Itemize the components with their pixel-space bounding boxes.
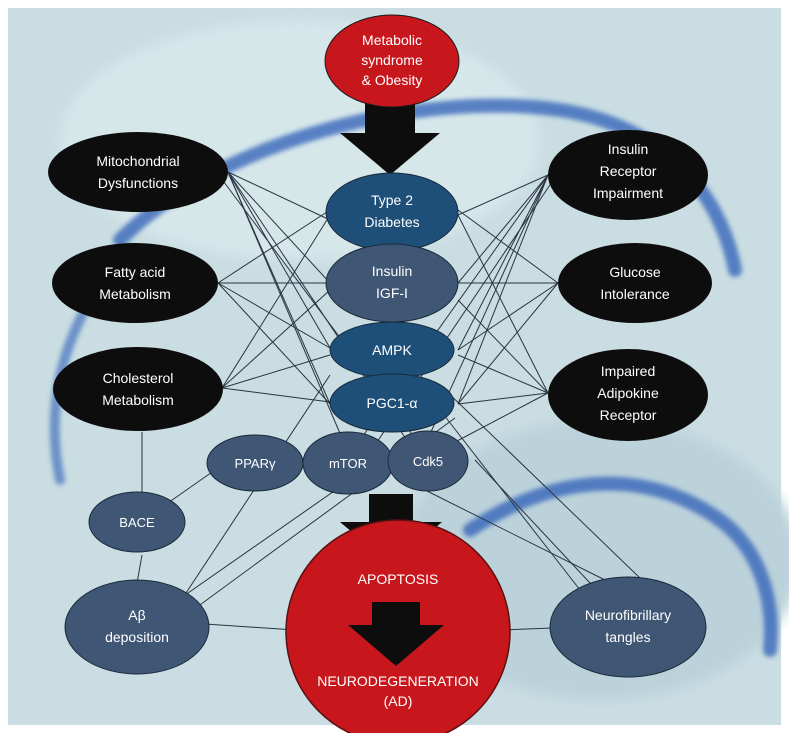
svg-text:AMPK: AMPK (372, 342, 412, 358)
node-cdk5: Cdk5 (387, 430, 469, 492)
node-ampk: AMPK (329, 321, 455, 379)
svg-text:Cholesterol: Cholesterol (103, 370, 174, 386)
node-mtor: mTOR (302, 431, 394, 495)
svg-text:Cdk5: Cdk5 (413, 454, 443, 469)
svg-text:Neurofibrillary: Neurofibrillary (585, 607, 671, 623)
svg-text:syndrome: syndrome (361, 52, 423, 68)
svg-text:Mitochondrial: Mitochondrial (96, 153, 179, 169)
svg-text:Type 2: Type 2 (371, 192, 413, 208)
svg-text:Impairment: Impairment (593, 185, 663, 201)
svg-text:Impaired: Impaired (601, 363, 655, 379)
node-insulin-igf: Insulin IGF-I (325, 243, 459, 323)
node-pgc1-alpha: PGC1-α (329, 373, 455, 433)
node-glucose-intolerance: Glucose Intolerance (558, 243, 712, 323)
svg-text:Aβ: Aβ (128, 607, 145, 623)
svg-text:Insulin: Insulin (608, 141, 648, 157)
arrow-down-top (340, 102, 440, 175)
svg-text:Glucose: Glucose (609, 264, 661, 280)
svg-text:IGF-I: IGF-I (376, 285, 408, 301)
node-ppar-gamma: PPARγ (206, 434, 304, 492)
arrow-down-inner (348, 602, 444, 666)
svg-text:deposition: deposition (105, 629, 169, 645)
svg-text:PGC1-α: PGC1-α (367, 395, 418, 411)
node-cholesterol-metabolism: Cholesterol Metabolism (53, 347, 223, 431)
node-neurofibrillary-tangles: Neurofibrillary tangles (549, 576, 707, 678)
neurodegeneration-label-line1: NEURODEGENERATION (317, 673, 479, 689)
node-mitochondrial-dysfunctions: Mitochondrial Dysfunctions (48, 132, 228, 212)
neurodegeneration-circle: APOPTOSIS NEURODEGENERATION (AD) (285, 519, 511, 733)
node-type2-diabetes: Type 2 Diabetes (325, 172, 459, 252)
svg-text:Insulin: Insulin (372, 263, 412, 279)
svg-text:mTOR: mTOR (329, 456, 367, 471)
node-metabolic-syndrome: Metabolic syndrome & Obesity (324, 14, 460, 108)
connection-lines (136, 169, 641, 631)
node-impaired-adipokine-receptor: Impaired Adipokine Receptor (548, 349, 708, 441)
svg-text:Metabolic: Metabolic (362, 32, 422, 48)
node-abeta-deposition: Aβ deposition (64, 579, 210, 675)
svg-text:Metabolism: Metabolism (99, 286, 171, 302)
node-bace: BACE (88, 491, 186, 553)
svg-text:Adipokine: Adipokine (597, 385, 659, 401)
svg-text:Intolerance: Intolerance (600, 286, 669, 302)
node-insulin-receptor-impairment: Insulin Receptor Impairment (548, 130, 708, 220)
neurodegeneration-label-line2: (AD) (384, 693, 413, 709)
svg-text:& Obesity: & Obesity (362, 72, 423, 88)
svg-text:Fatty acid: Fatty acid (105, 264, 166, 280)
svg-text:Diabetes: Diabetes (364, 214, 419, 230)
svg-text:PPARγ: PPARγ (235, 456, 276, 471)
svg-text:BACE: BACE (119, 515, 155, 530)
node-fatty-acid-metabolism: Fatty acid Metabolism (52, 243, 218, 323)
svg-text:Receptor: Receptor (600, 163, 657, 179)
svg-text:tangles: tangles (605, 629, 650, 645)
svg-text:Receptor: Receptor (600, 407, 657, 423)
svg-text:Metabolism: Metabolism (102, 392, 174, 408)
apoptosis-label: APOPTOSIS (358, 571, 439, 587)
svg-text:Dysfunctions: Dysfunctions (98, 175, 178, 191)
hippocampus-band-lower (463, 476, 778, 657)
